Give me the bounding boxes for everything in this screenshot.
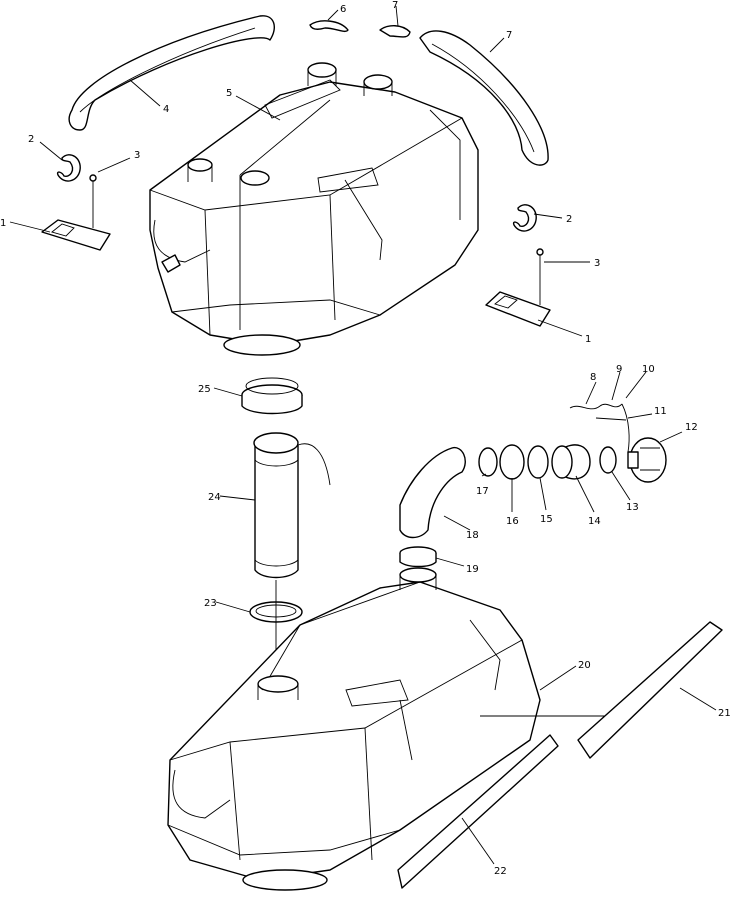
callout-21: 21: [718, 708, 731, 719]
callout-3-right: 3: [594, 258, 600, 269]
fuel-cap-12: [627, 437, 667, 483]
callout-23: 23: [204, 598, 217, 609]
bracket-1-left: [41, 219, 111, 251]
gasket-13: [599, 446, 617, 474]
callout-14: 14: [588, 516, 601, 527]
strap-7: [419, 30, 549, 166]
callout-4: 4: [163, 104, 169, 115]
callout-3: 3: [134, 150, 140, 161]
sender-tube-24: [253, 432, 331, 579]
pin-3-left: [89, 174, 97, 228]
callout-18: 18: [466, 530, 479, 541]
callout-labels: 1 2 3 4 5 6 7 7 2 3 1 8 9 10 11 12 25 24…: [0, 0, 731, 877]
callout-8: 8: [590, 372, 596, 383]
callout-10: 10: [642, 364, 655, 375]
ring-nut-19: [399, 546, 437, 568]
wire-11: [595, 417, 627, 421]
callout-22: 22: [494, 866, 507, 877]
callout-25: 25: [198, 384, 211, 395]
lanyard-10: [621, 403, 630, 453]
leader-lines: [9, 5, 717, 865]
rail-21: [577, 621, 723, 759]
callout-20: 20: [578, 660, 591, 671]
rail-22: [397, 734, 559, 889]
callout-9: 9: [616, 364, 622, 375]
pin-3-right: [536, 248, 544, 305]
callout-6: 6: [340, 4, 346, 15]
ring-2-right: [512, 204, 537, 232]
callout-12: 12: [685, 422, 698, 433]
chain-8: [569, 403, 623, 410]
clip-6: [309, 20, 349, 33]
callout-1: 1: [0, 218, 6, 229]
callout-19: 19: [466, 564, 479, 575]
callout-17: 17: [476, 486, 489, 497]
strap-4: [68, 15, 276, 131]
callout-1-right: 1: [585, 334, 591, 345]
callout-2-right: 2: [566, 214, 572, 225]
callout-13: 13: [626, 502, 639, 513]
clip-7: [379, 25, 411, 38]
washer-15: [527, 445, 549, 479]
nut-16: [499, 444, 525, 480]
callout-24: 24: [208, 492, 221, 503]
callout-5: 5: [226, 88, 232, 99]
bracket-1-right: [485, 291, 551, 327]
ring-nut-25: [241, 377, 303, 415]
callout-2: 2: [28, 134, 34, 145]
callout-7-top: 7: [392, 0, 398, 11]
filler-neck-14: [551, 444, 591, 480]
lower-fuel-tank: [167, 567, 541, 891]
filler-hose-18: [399, 446, 466, 539]
callout-15: 15: [540, 514, 553, 525]
callout-11: 11: [654, 406, 667, 417]
upper-fuel-tank: [149, 62, 479, 356]
callout-7: 7: [506, 30, 512, 41]
ring-2-left: [56, 154, 81, 182]
callout-16: 16: [506, 516, 519, 527]
clamp-17: [478, 447, 498, 477]
